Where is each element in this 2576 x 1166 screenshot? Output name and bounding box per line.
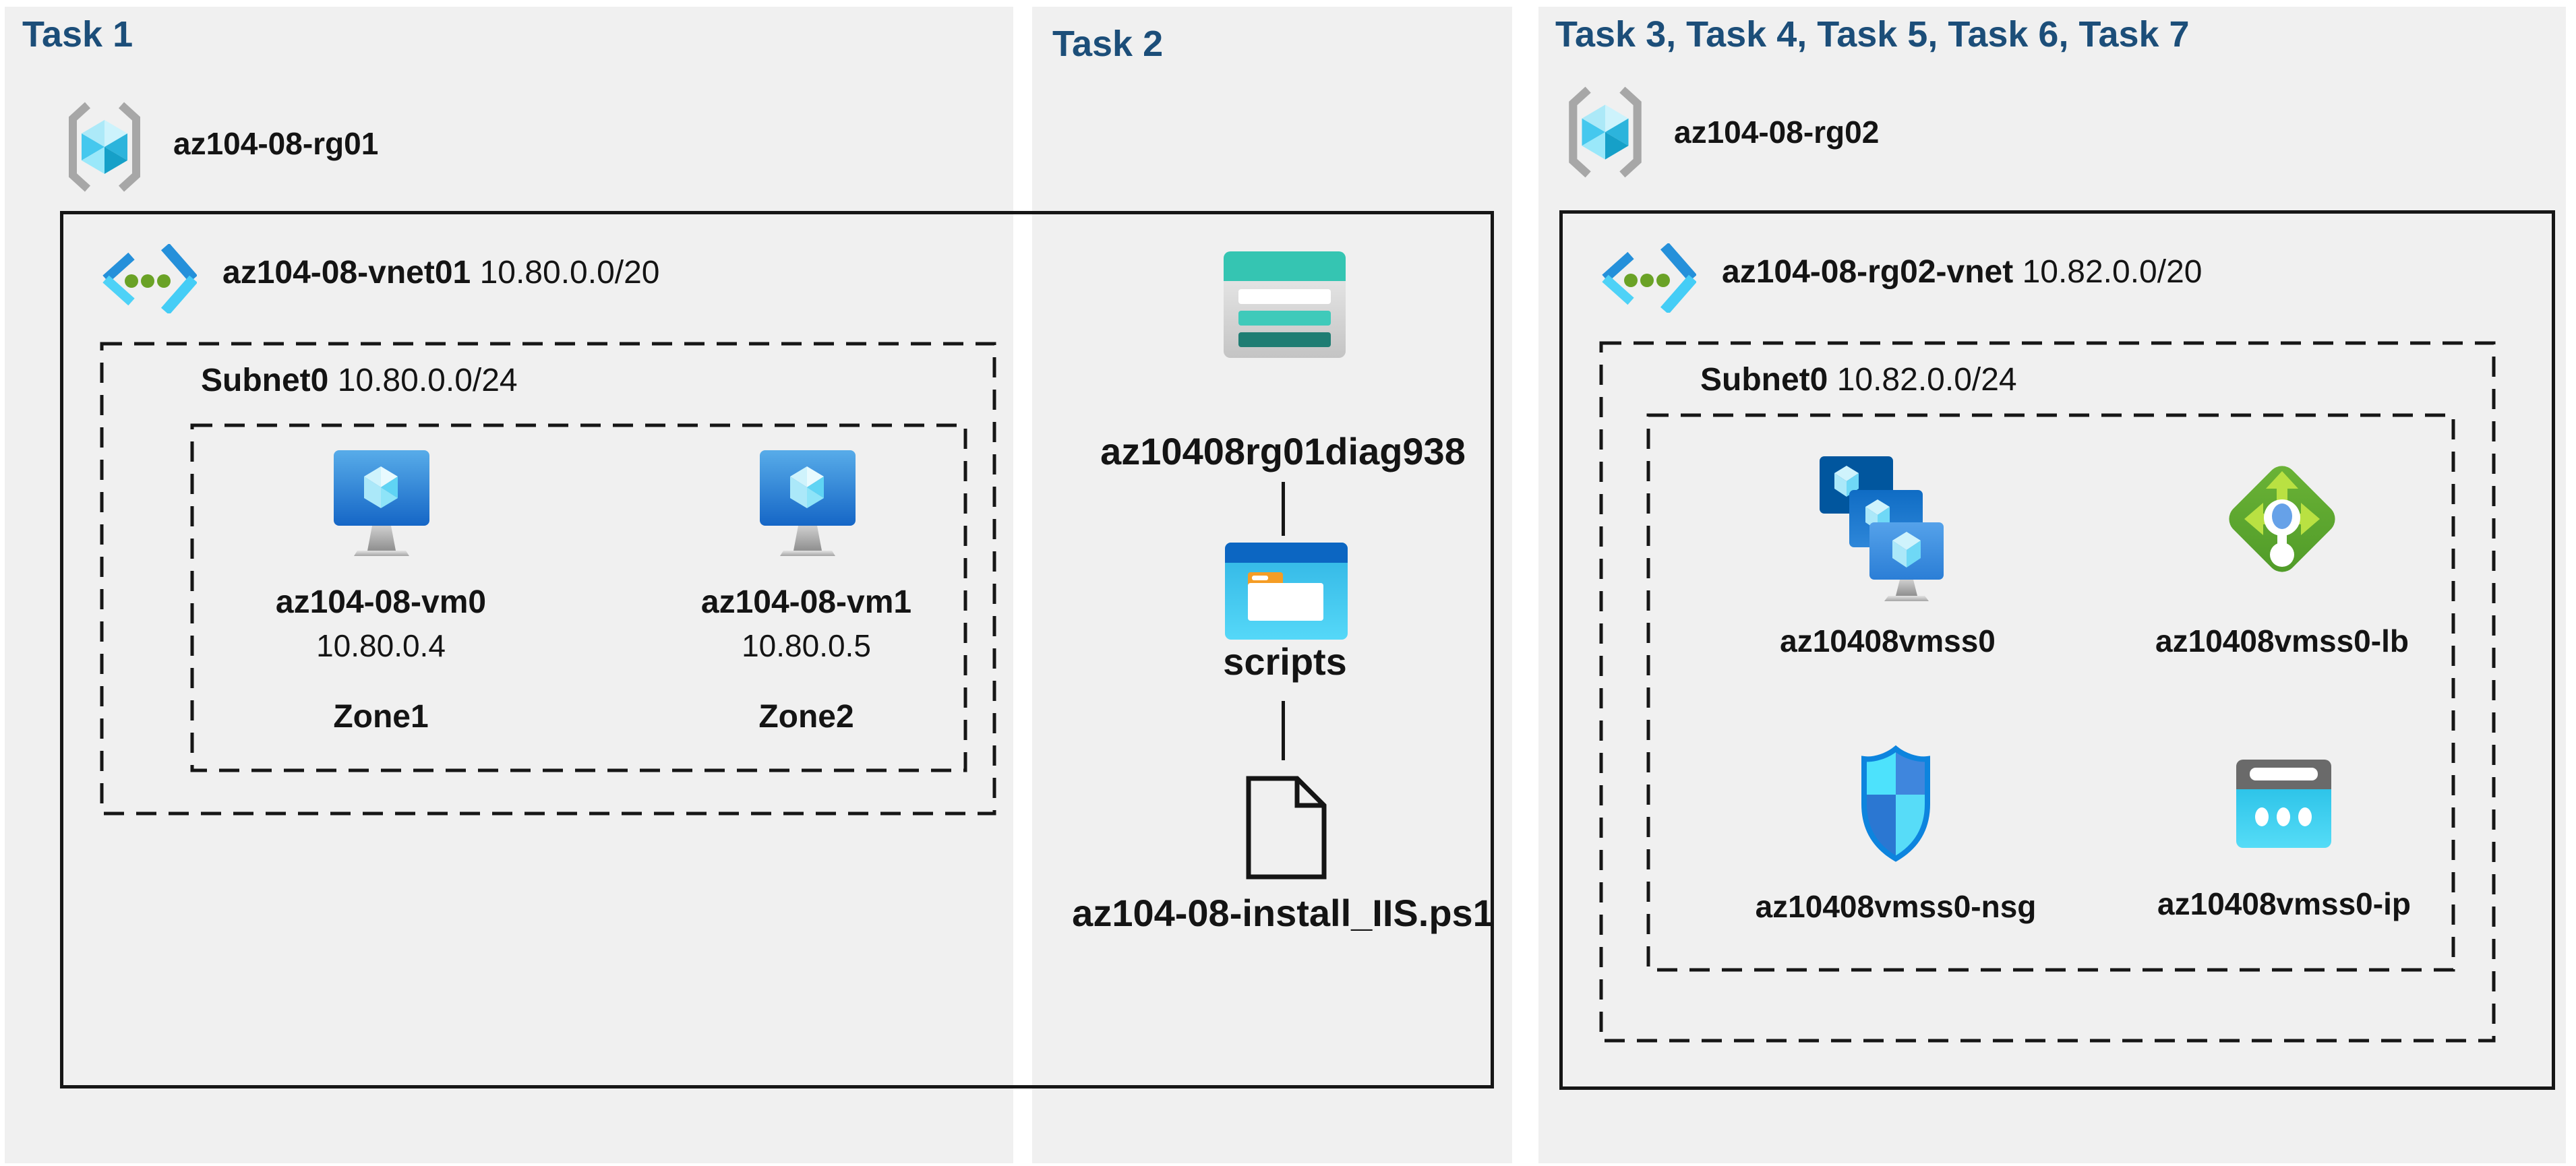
- resource-group-icon: [1562, 84, 1648, 180]
- vm-group-box: [190, 423, 967, 772]
- document-icon: [1245, 774, 1328, 881]
- vm-name: az104-08-vm0: [275, 584, 487, 620]
- resource-name: az10408vmss0-nsg: [1755, 889, 2037, 924]
- vmss-icon: [1820, 456, 1944, 603]
- resource-group-inner-box: [1646, 413, 2455, 972]
- nsg-icon: [1855, 745, 1936, 863]
- vnet-icon: [99, 244, 197, 313]
- resource-group-name: az104-08-rg02: [1674, 115, 1880, 150]
- subnet-cidr: 10.80.0.0/24: [337, 363, 518, 398]
- resource-name: az10408vmss0: [1780, 623, 1996, 658]
- subnet-label: Subnet0 10.82.0.0/24: [1700, 361, 2017, 398]
- folder-name: scripts: [1223, 640, 1347, 683]
- public-ip-icon: [2236, 760, 2331, 848]
- resource-name: az10408vmss0-ip: [2157, 886, 2411, 921]
- vnet-label: az104-08-vnet01 10.80.0.0/20: [222, 254, 659, 291]
- virtual-machine-icon: [334, 450, 429, 556]
- subnet-box: [1599, 341, 2496, 1043]
- task2-heading: Task 2: [1052, 24, 1164, 64]
- task3-heading: Task 3, Task 4, Task 5, Task 6, Task 7: [1555, 14, 2190, 55]
- resource-group-icon: [62, 100, 147, 194]
- resource-name: az10408vmss0-lb: [2155, 623, 2409, 658]
- vnet-cidr: 10.80.0.0/20: [479, 255, 660, 290]
- resource-group-name: az104-08-rg01: [173, 126, 379, 161]
- folder-icon: [1225, 543, 1348, 640]
- connector-line: [1282, 482, 1285, 536]
- storage-account-icon: [1224, 251, 1346, 358]
- vnet-cidr: 10.82.0.0/20: [2022, 254, 2203, 290]
- subnet-label: Subnet0 10.80.0.0/24: [201, 362, 518, 399]
- vm-ip: 10.80.0.4: [316, 628, 446, 663]
- vm-name: az104-08-vm1: [700, 584, 912, 620]
- connector-line: [1282, 701, 1285, 760]
- virtual-machine-icon: [760, 450, 856, 556]
- vnet01-boundary-box: [60, 211, 1494, 1088]
- vnet-name: az104-08-rg02-vnet: [1722, 254, 2014, 290]
- vm-zone: Zone2: [758, 699, 854, 735]
- subnet-name: Subnet0: [201, 363, 329, 398]
- panel-task1: [5, 7, 1013, 1163]
- task1-heading: Task 1: [22, 14, 133, 55]
- load-balancer-icon: [2221, 447, 2343, 591]
- vnet02-boundary-box: [1559, 210, 2555, 1090]
- vnet-label: az104-08-rg02-vnet 10.82.0.0/20: [1722, 253, 2202, 290]
- vm-zone: Zone1: [333, 699, 429, 735]
- vm-ip: 10.80.0.5: [742, 628, 871, 663]
- storage-account-name: az10408rg01diag938: [1100, 430, 1466, 472]
- subnet-name: Subnet0: [1700, 362, 1828, 398]
- script-file-name: az104-08-install_IIS.ps1: [1072, 892, 1494, 934]
- subnet-cidr: 10.82.0.0/24: [1836, 362, 2017, 398]
- vnet-icon: [1598, 243, 1696, 313]
- vnet-name: az104-08-vnet01: [222, 255, 471, 290]
